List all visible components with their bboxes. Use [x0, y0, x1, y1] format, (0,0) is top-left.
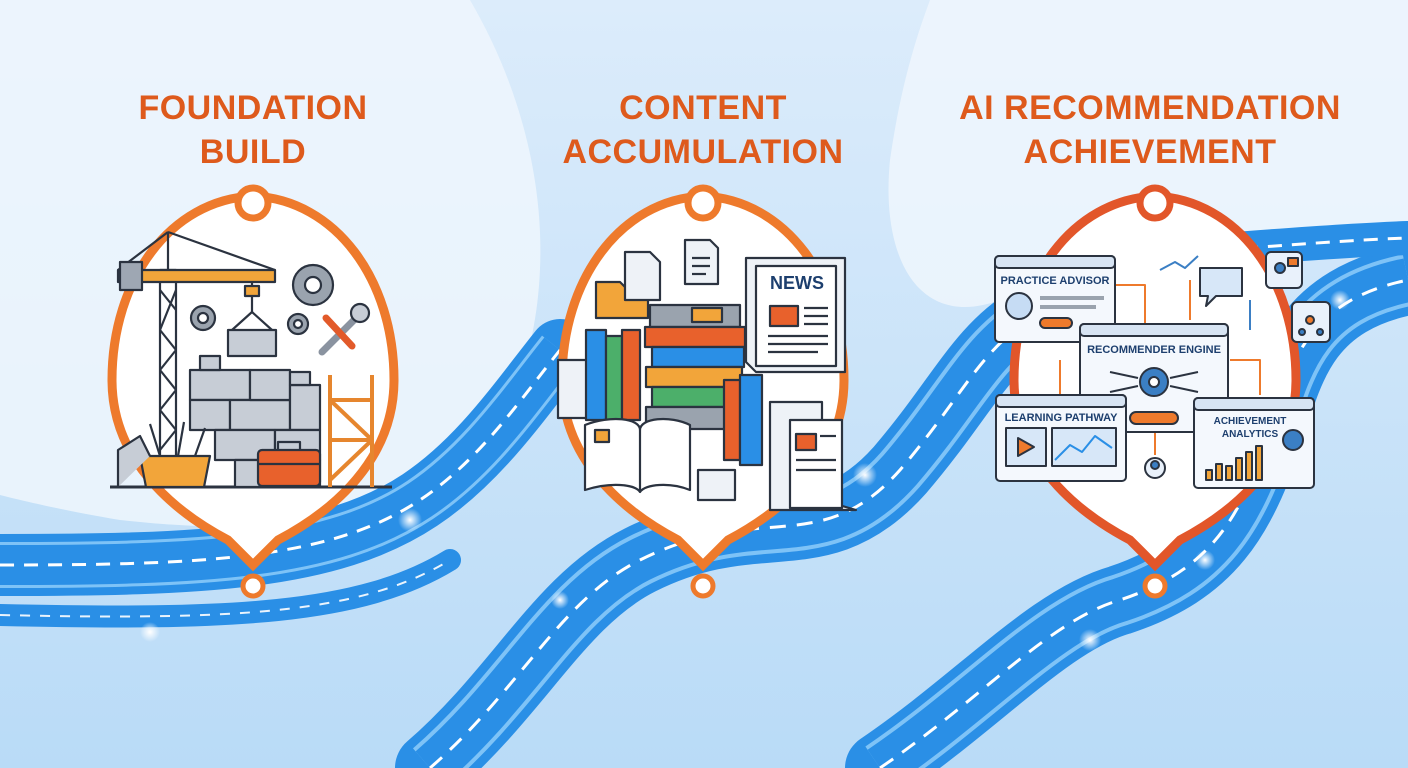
content-illustration — [556, 238, 858, 512]
stage-title-content: CONTENT ACCUMULATION — [513, 86, 893, 174]
stage-title-line2: ACHIEVEMENT — [1023, 133, 1277, 171]
ai-dashboard-illustration — [994, 251, 1331, 489]
tool-bucket — [116, 421, 212, 489]
learning-pathway-panel — [995, 394, 1127, 482]
book-stack — [584, 303, 764, 467]
stage-title-line2: BUILD — [199, 133, 307, 171]
achievement-analytics-label-line1: ACHIEVEMENT — [1214, 416, 1287, 427]
road-sparkles — [140, 290, 1350, 651]
stage-title-line1: AI RECOMMENDATION — [959, 89, 1341, 127]
newspaper-icon — [744, 256, 847, 374]
user-support-icon — [1265, 251, 1303, 289]
road-middle — [395, 285, 1065, 768]
stage-title-line2: ACCUMULATION — [562, 133, 844, 171]
stage-title-line1: CONTENT — [619, 89, 787, 127]
learning-pathway-label: LEARNING PATHWAY — [1005, 412, 1119, 424]
recommender-engine-label: RECOMMENDER ENGINE — [1087, 344, 1221, 356]
document-icon — [556, 238, 737, 502]
gear-icon — [189, 263, 335, 336]
wrench-icon — [318, 302, 371, 356]
stage-title-line1: FOUNDATION — [138, 89, 368, 127]
achievement-analytics-label-line2: ANALYTICS — [1222, 429, 1279, 440]
scaffold — [328, 375, 374, 487]
crane — [116, 230, 277, 487]
newspaper-label: NEWS — [770, 273, 824, 293]
pin-content-anchor — [690, 573, 716, 599]
stage-title-foundation: FOUNDATION BUILD — [63, 86, 443, 174]
achievement-analytics-panel — [1193, 397, 1315, 489]
chat-bubble-icon — [1199, 267, 1243, 307]
road-left — [0, 319, 591, 628]
hanging-block — [226, 311, 278, 358]
stage-title-ai: AI RECOMMENDATION ACHIEVEMENT — [940, 86, 1360, 174]
pin-foundation-anchor — [240, 573, 266, 599]
open-book — [583, 417, 692, 494]
construction-illustration — [110, 230, 392, 489]
practice-advisor-panel — [994, 255, 1116, 343]
user-icon — [1144, 457, 1166, 479]
scroll-document — [768, 400, 858, 512]
toolbox-icon — [256, 440, 322, 488]
pin-ai-anchor — [1142, 573, 1168, 599]
practice-advisor-label: PRACTICE ADVISOR — [1001, 275, 1110, 287]
network-icon — [1291, 301, 1331, 343]
